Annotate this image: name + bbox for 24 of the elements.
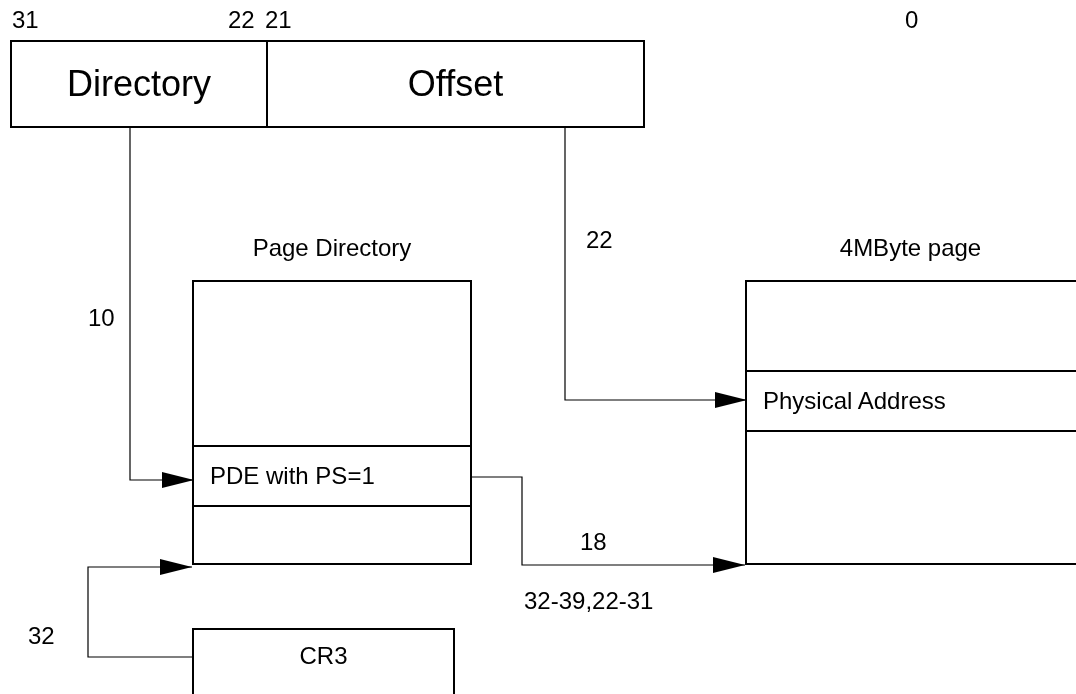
bit-number: 31: [12, 6, 39, 33]
field-box: [268, 40, 645, 128]
bit-number: 21: [265, 6, 292, 33]
field-label: PDE with PS=1: [210, 462, 375, 489]
field-label: Physical Address: [763, 387, 946, 414]
connector-arrow: [87, 559, 193, 658]
field-label: Offset: [407, 63, 504, 104]
edge-label: 22: [586, 226, 613, 253]
field-box: [747, 370, 1076, 432]
edge-label: 18: [580, 528, 607, 555]
field-box: [192, 628, 455, 694]
bit-range-label: 32-39,22-31: [524, 587, 654, 614]
table-box: [192, 280, 472, 565]
bit-number: 22: [228, 6, 255, 33]
edge-label: 32: [28, 622, 55, 649]
table-heading: 4MByte page: [839, 233, 982, 263]
field-box: [194, 445, 470, 507]
field-label: CR3: [299, 642, 348, 669]
field-box: [10, 40, 268, 128]
edge-label: 10: [88, 304, 115, 331]
bit-number: 0: [905, 6, 919, 33]
table-heading: Page Directory: [252, 233, 412, 263]
field-label: Directory: [67, 63, 211, 104]
table-box: [745, 280, 1076, 565]
